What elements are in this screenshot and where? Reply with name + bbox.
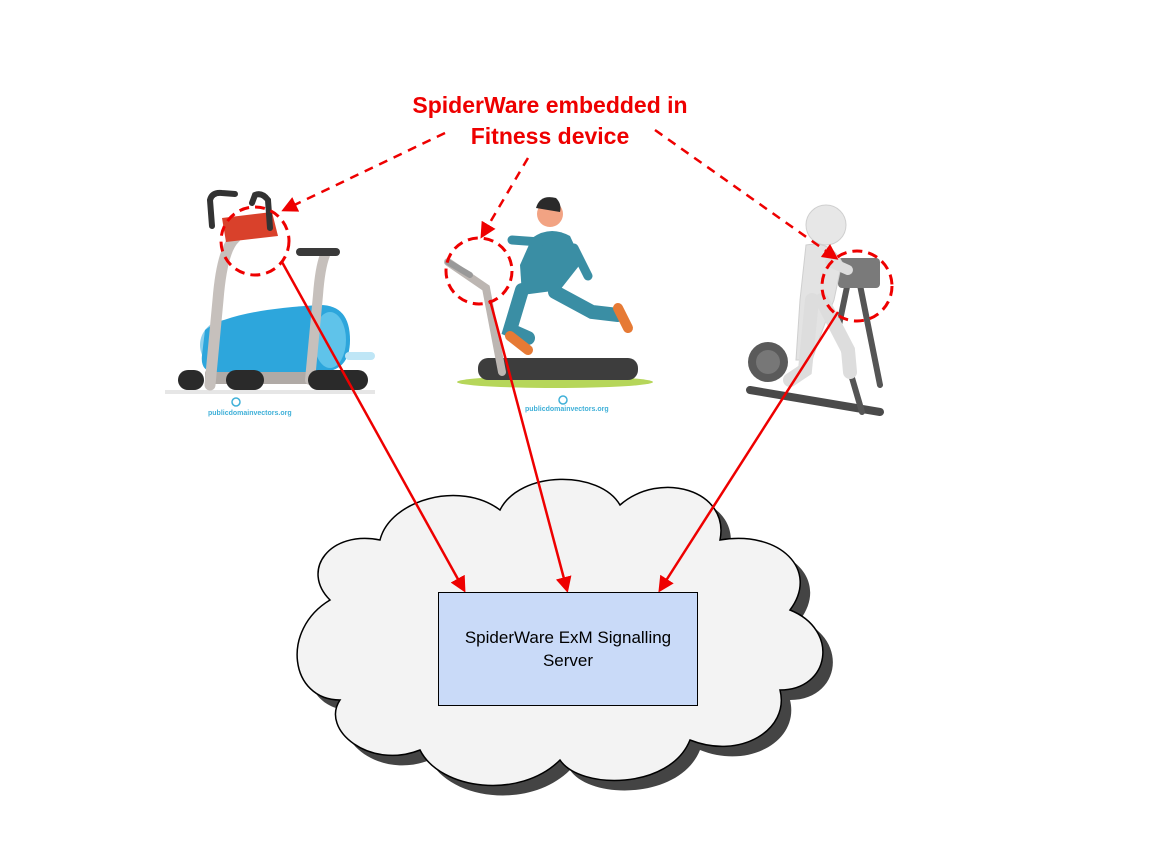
exercise-bike-icon	[165, 189, 375, 407]
connection-arrow-bike	[280, 261, 466, 593]
bike-console-highlight	[219, 205, 291, 277]
callout-label: SpiderWare embedded in Fitness device	[380, 90, 720, 152]
callout-line-2: Fitness device	[470, 123, 630, 149]
signalling-server-box: SpiderWare ExM Signalling Server	[438, 592, 698, 706]
treadmill-watermark: publicdomainvectors.org	[525, 406, 609, 413]
elliptical-trainer-icon	[746, 204, 884, 416]
callout-arrow-bike	[281, 131, 446, 212]
treadmill-console-highlight	[444, 236, 514, 306]
callout-arrow-treadmill	[480, 157, 530, 239]
treadmill-icon	[444, 197, 653, 405]
server-label-line-2: Server	[542, 651, 594, 670]
connection-arrow-treadmill	[488, 299, 572, 593]
callout-arrow-elliptical	[654, 128, 839, 260]
server-label-line-1: SpiderWare ExM Signalling	[464, 628, 672, 647]
elliptical-console-highlight	[820, 249, 894, 323]
connection-arrow-elliptical	[658, 311, 840, 593]
bike-watermark: publicdomainvectors.org	[208, 410, 292, 417]
callout-line-1: SpiderWare embedded in	[412, 92, 688, 118]
